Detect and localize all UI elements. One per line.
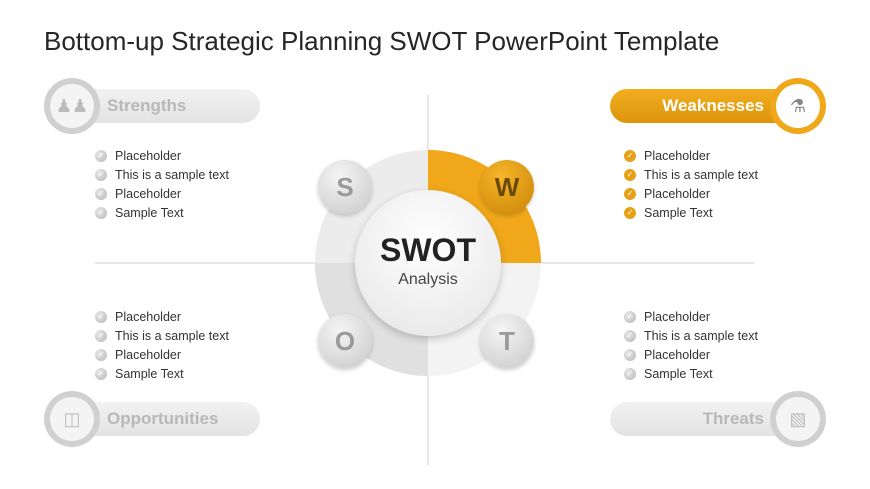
list-item: ✓Sample Text xyxy=(95,203,229,222)
list-item: ✓This is a sample text xyxy=(624,326,758,345)
check-icon: ✓ xyxy=(95,310,107,323)
check-icon: ✓ xyxy=(624,149,636,162)
list-item: ✓Placeholder xyxy=(624,146,758,165)
letter-w: W xyxy=(480,160,534,214)
strengths-header: Strengths xyxy=(70,89,260,123)
strengths-badge: ♟♟ xyxy=(44,78,100,134)
weaknesses-badge: ⚗ xyxy=(770,78,826,134)
threats-label: Threats xyxy=(702,409,764,428)
threats-header: Threats xyxy=(610,402,800,436)
list-item: ✓This is a sample text xyxy=(624,165,758,184)
opportunities-label: Opportunities xyxy=(107,409,219,428)
opportunities-list: ✓Placeholder ✓This is a sample text ✓Pla… xyxy=(95,307,229,383)
office-chair-icon: ⚗ xyxy=(776,84,820,128)
check-icon: ✓ xyxy=(624,348,636,361)
check-icon: ✓ xyxy=(624,187,636,200)
check-icon: ✓ xyxy=(95,329,107,342)
check-icon: ✓ xyxy=(95,149,107,162)
list-item: ✓Placeholder xyxy=(624,184,758,203)
list-item: ✓Placeholder xyxy=(95,146,229,165)
list-item: ✓Sample Text xyxy=(624,203,758,222)
check-icon: ✓ xyxy=(624,206,636,219)
weaknesses-label: Weaknesses xyxy=(662,96,764,115)
strengths-list: ✓Placeholder ✓This is a sample text ✓Pla… xyxy=(95,146,229,222)
opportunities-header: Opportunities xyxy=(70,402,260,436)
check-icon: ✓ xyxy=(624,367,636,380)
list-item: ✓Sample Text xyxy=(624,364,758,383)
people-icon: ♟♟ xyxy=(50,84,94,128)
check-icon: ✓ xyxy=(624,168,636,181)
strengths-label: Strengths xyxy=(107,96,187,115)
check-icon: ✓ xyxy=(624,310,636,323)
check-icon: ✓ xyxy=(95,206,107,219)
letter-s: S xyxy=(318,160,372,214)
threats-list: ✓Placeholder ✓This is a sample text ✓Pla… xyxy=(624,307,758,383)
letter-o: O xyxy=(318,314,372,368)
list-item: ✓This is a sample text xyxy=(95,165,229,184)
list-item: ✓Placeholder xyxy=(624,307,758,326)
page-title: Bottom-up Strategic Planning SWOT PowerP… xyxy=(44,26,720,56)
threats-badge: ▧ xyxy=(770,391,826,447)
weaknesses-list: ✓Placeholder ✓This is a sample text ✓Pla… xyxy=(624,146,758,222)
list-item: ✓Placeholder xyxy=(95,307,229,326)
door-icon: ◫ xyxy=(50,397,94,441)
list-item: ✓This is a sample text xyxy=(95,326,229,345)
weaknesses-header: Weaknesses xyxy=(610,89,800,123)
list-item: ✓Placeholder xyxy=(95,184,229,203)
center-subtitle: Analysis xyxy=(398,271,458,288)
check-icon: ✓ xyxy=(95,367,107,380)
check-icon: ✓ xyxy=(624,329,636,342)
center-circle: SWOT Analysis xyxy=(355,190,501,336)
opportunities-badge: ◫ xyxy=(44,391,100,447)
list-item: ✓Placeholder xyxy=(95,345,229,364)
check-icon: ✓ xyxy=(95,187,107,200)
list-item: ✓Sample Text xyxy=(95,364,229,383)
check-icon: ✓ xyxy=(95,348,107,361)
center-title: SWOT xyxy=(380,232,476,268)
chart-building-icon: ▧ xyxy=(776,397,820,441)
check-icon: ✓ xyxy=(95,168,107,181)
list-item: ✓Placeholder xyxy=(624,345,758,364)
letter-t: T xyxy=(480,314,534,368)
